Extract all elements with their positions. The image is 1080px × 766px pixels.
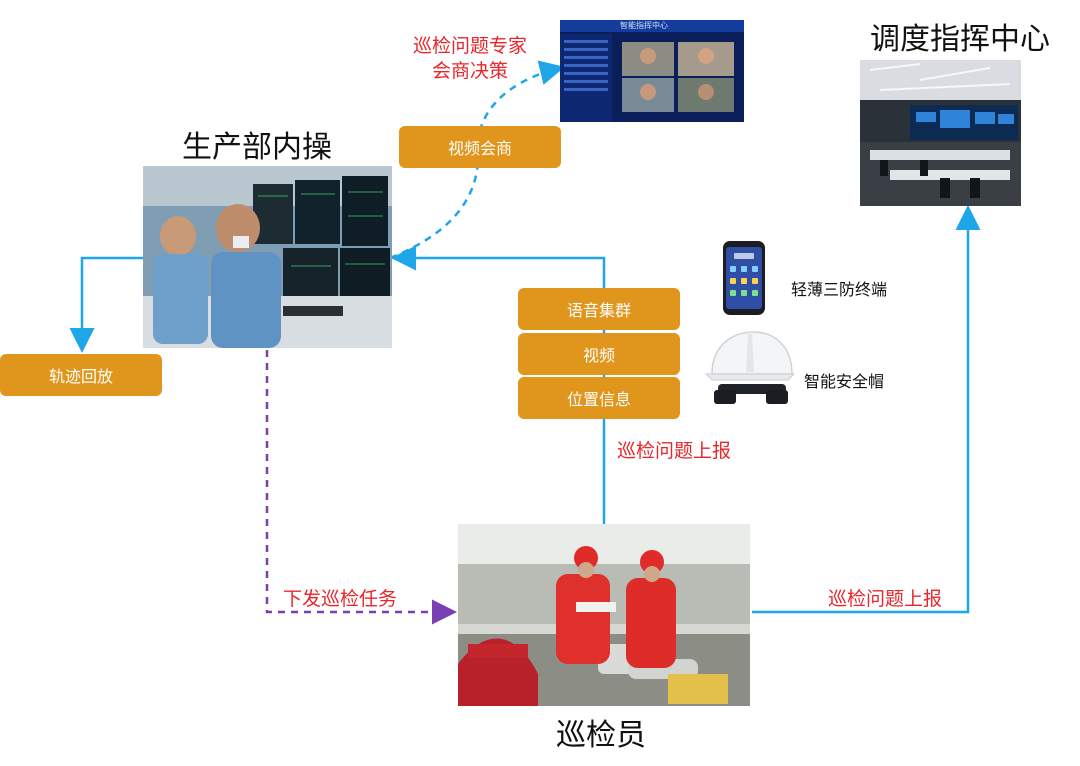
location-info-button[interactable]: 位置信息 [518, 377, 680, 419]
voice-cluster-button[interactable]: 语音集群 [518, 288, 680, 330]
track-playback-button[interactable]: 轨迹回放 [0, 354, 162, 396]
report-to-operator-line [391, 245, 606, 524]
video-button[interactable]: 视频 [518, 333, 680, 375]
inspector-title: 巡检员 [556, 718, 646, 753]
screen-title: 智能指挥中心 [620, 21, 668, 30]
video-meeting-screen: 智能指挥中心 [560, 20, 744, 122]
terminal-label: 轻薄三防终端 [791, 280, 888, 299]
report-to-dispatch-line [752, 205, 981, 614]
dispatch-task-label: 下发巡检任务 [283, 588, 398, 610]
inspector-photo [458, 524, 750, 706]
smart-helmet-icon [704, 328, 796, 410]
report-label-left: 巡检问题上报 [617, 440, 732, 462]
video-meeting-button[interactable]: 视频会商 [399, 126, 561, 168]
expert-label-line2: 会商决策 [432, 60, 509, 82]
dispatch-center-photo [860, 60, 1021, 206]
operator-photo [143, 166, 392, 348]
report-label-right: 巡检问题上报 [828, 588, 943, 610]
dispatch-task-line [265, 350, 457, 625]
track-playback-line [69, 256, 143, 353]
dispatch-title: 调度指挥中心 [870, 22, 1050, 57]
rugged-phone-icon [722, 240, 766, 316]
expert-label-line1: 巡检问题专家 [413, 35, 528, 57]
production-title: 生产部内操 [182, 130, 332, 165]
helmet-label: 智能安全帽 [804, 372, 885, 391]
